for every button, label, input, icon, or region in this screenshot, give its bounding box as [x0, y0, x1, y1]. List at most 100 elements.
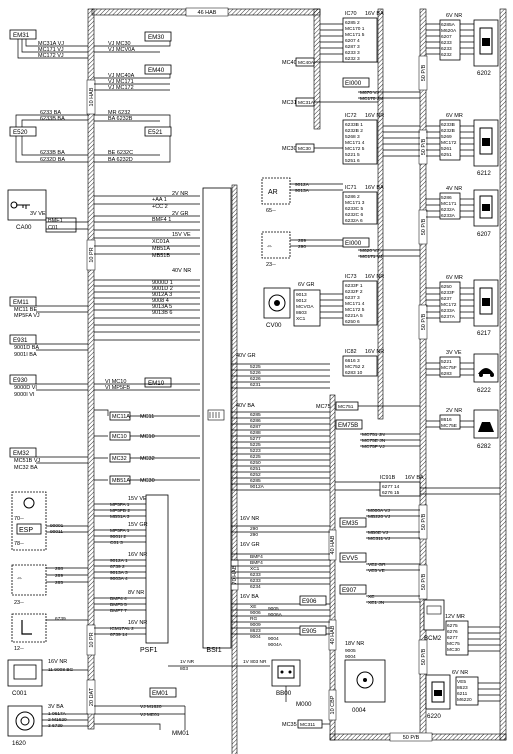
svg-text:6232B: 6232B [441, 128, 455, 134]
svg-text:285: 285 [55, 580, 63, 586]
svg-text:289: 289 [298, 238, 306, 244]
svg-text:MC30: MC30 [447, 647, 460, 653]
svg-text:XC01A: XC01A [152, 239, 170, 245]
svg-text:MC752 2: MC752 2 [345, 364, 365, 370]
e907-label: E907 [342, 587, 357, 594]
e931-label: E931 [13, 337, 28, 344]
svg-text:6285: 6285 [250, 412, 261, 418]
svg-text:78--: 78-- [14, 541, 24, 547]
bus-label-left-mid: 10 PR [89, 247, 95, 262]
svg-text:6207 4: 6207 4 [345, 38, 360, 44]
svg-text:6251: 6251 [250, 466, 261, 472]
bsi-right-connectors: 40V GR 40V BA 16V NR 16V GR 16V BA 5225 … [231, 353, 330, 640]
svg-text:6V MR: 6V MR [446, 275, 463, 281]
svg-text:XE: XE [368, 594, 374, 600]
svg-text:6277 14: 6277 14 [382, 484, 400, 490]
bus-label-left-bot: 20 DAT [89, 687, 95, 706]
device-6222-label: 6222 [477, 387, 491, 394]
svg-text:5221 5: 5221 5 [345, 152, 360, 158]
left-icon-blocks: AR 65-- 9012A 9013A ⇔ 23-- 289 290 [261, 177, 343, 268]
svg-text:VJ MCV0A: VJ MCV0A [108, 47, 135, 53]
svg-text:6221A 5: 6221A 5 [345, 313, 363, 319]
svg-text:65--: 65-- [266, 208, 276, 214]
svg-text:6276 15: 6276 15 [382, 490, 400, 496]
svg-text:9005: 9005 [268, 606, 279, 612]
svg-text:5225: 5225 [250, 442, 261, 448]
svg-text:9004: 9004 [268, 636, 279, 642]
device-6217-label: 6217 [477, 330, 491, 337]
svg-text:6252: 6252 [250, 472, 261, 478]
svg-text:⇔: ⇔ [16, 575, 23, 582]
svg-text:9008 4: 9008 4 [152, 298, 169, 304]
svg-text:MC51B VJ: MC51B VJ [14, 458, 41, 464]
svg-text:9001I BA: 9001I BA [14, 352, 37, 358]
svg-text:MC75: MC75 [316, 404, 331, 410]
svg-text:16V BA: 16V BA [240, 594, 259, 600]
svg-text:BE 6232C: BE 6232C [108, 150, 133, 156]
svg-text:MC311 VJ: MC311 VJ [368, 536, 391, 542]
svg-text:9012A 1: 9012A 1 [110, 558, 128, 564]
svg-text:6V MR: 6V MR [446, 113, 463, 119]
svg-text:9003A 4: 9003A 4 [110, 576, 128, 582]
em40-label: EM40 [148, 67, 165, 74]
svg-text:XE: XE [250, 604, 256, 610]
svg-text:VJ MC30: VJ MC30 [108, 41, 131, 47]
svg-text:16V NR: 16V NR [365, 113, 384, 119]
svg-text:6275: 6275 [447, 623, 458, 629]
svg-text:5225: 5225 [250, 364, 261, 370]
bus-label-right-6: 50 P/B [421, 573, 427, 590]
svg-text:MC171: MC171 [441, 201, 457, 207]
svg-text:5221: 5221 [441, 359, 452, 365]
evv5-label: EVV5 [342, 555, 358, 562]
svg-text:6237A: 6237A [441, 314, 456, 320]
svg-text:MC172 5: MC172 5 [345, 307, 365, 313]
svg-text:9004A: 9004A [268, 642, 283, 648]
c001-label: C001 [12, 690, 27, 697]
svg-text:VJ MC172: VJ MC172 [108, 85, 134, 91]
svg-text:MC171 4: MC171 4 [345, 140, 365, 146]
svg-text:MC75: MC75 [447, 641, 460, 647]
svg-text:+AA 1: +AA 1 [152, 197, 167, 203]
svg-text:BMF7 7: BMF7 7 [110, 608, 127, 614]
svg-text:6233B 1: 6233B 1 [345, 122, 363, 128]
svg-text:6233B: 6233B [441, 122, 455, 128]
svg-text:MB51A: MB51A [152, 246, 170, 252]
svg-text:40V BA: 40V BA [236, 403, 255, 409]
svg-text:MP5FA 1: MP5FA 1 [110, 528, 130, 534]
svg-text:IC72: IC72 [345, 113, 357, 119]
svg-text:M620A: M620A [441, 28, 457, 34]
em32-label: EM32 [13, 450, 30, 457]
svg-text:6234: 6234 [250, 584, 261, 590]
bus-label-bottom: 50 P/B [403, 735, 420, 741]
svg-text:6232B 2: 6232B 2 [345, 128, 363, 134]
device-6207-label: 6207 [477, 231, 491, 238]
psf1-connectors: 15V VE MP5FA 1 MP5FB 2 MB51A 3 15V GR MP… [94, 496, 148, 638]
svg-text:8616: 8616 [441, 417, 452, 423]
svg-text:MC75F VJ: MC75F VJ [362, 444, 385, 450]
svg-text:9004: 9004 [345, 654, 356, 660]
svg-text:9000D 1: 9000D 1 [152, 280, 173, 286]
svg-text:16V BA: 16V BA [365, 11, 384, 17]
svg-text:MC171 3: MC171 3 [345, 200, 365, 206]
bus-label-center-mid: 40 HAB [330, 625, 336, 644]
svg-text:5261: 5261 [441, 146, 452, 152]
svg-text:+CC 2: +CC 2 [152, 204, 168, 210]
svg-text:40V GR: 40V GR [236, 353, 256, 359]
svg-text:6277: 6277 [447, 635, 458, 641]
svg-text:MC32 BA: MC32 BA [14, 465, 38, 471]
bus-label-vert-mid: 70 HAB [232, 565, 238, 584]
svg-text:6288: 6288 [250, 430, 261, 436]
em35-label: EM35 [342, 520, 359, 527]
svg-text:MB51B: MB51B [152, 253, 170, 259]
e905-label: E905 [302, 628, 317, 635]
svg-text:8603: 8603 [296, 310, 307, 316]
harness-frame: 46 HAB 10 HAB 10 PR 10 PR 20 DAT 50 P/B … [86, 7, 507, 754]
svg-text:9013A 3: 9013A 3 [110, 570, 128, 576]
svg-text:VJ MC40A: VJ MC40A [108, 73, 135, 79]
svg-text:6232A 6: 6232A 6 [345, 218, 363, 224]
svg-text:MC75F: MC75F [441, 365, 457, 371]
svg-text:9006A: 9006A [268, 612, 283, 618]
svg-text:9001I 2: 9001I 2 [110, 534, 126, 540]
svg-text:16V NR: 16V NR [240, 516, 259, 522]
